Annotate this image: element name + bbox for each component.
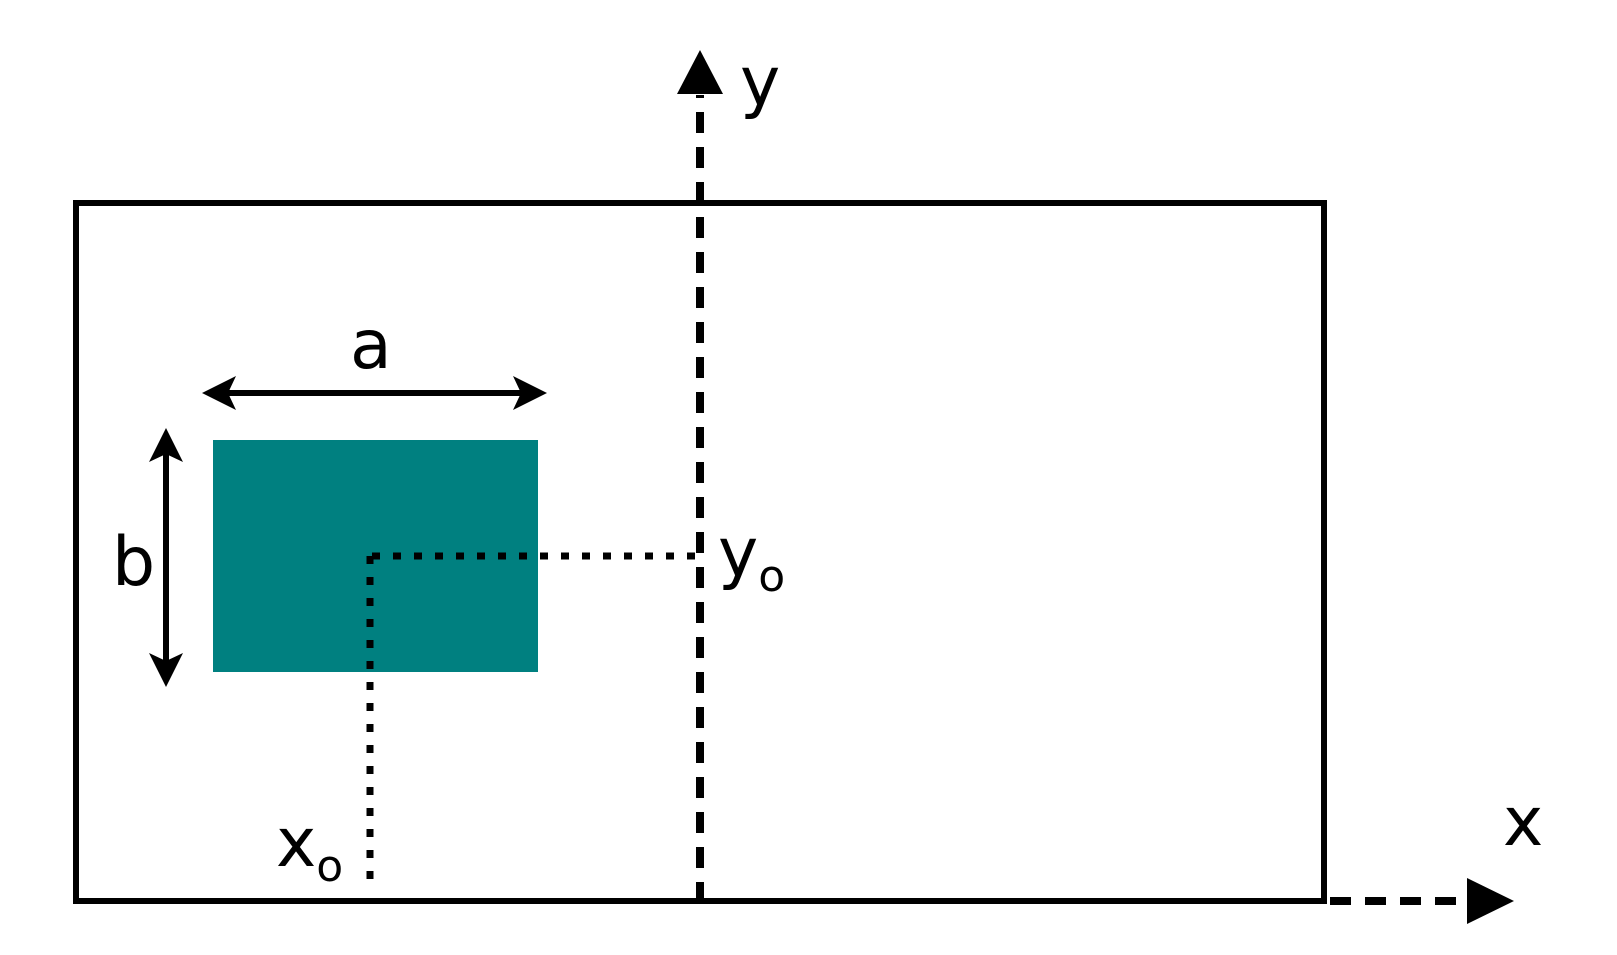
x0-label-subscript: o [316,841,343,892]
x-axis-arrowhead-icon [1467,878,1514,924]
y0-label-subscript: o [758,551,785,602]
dimension-b-bottom-arrowhead-icon [149,653,183,687]
y-axis-arrowhead-icon [677,50,723,94]
x-axis: x [1330,783,1543,924]
x-axis-label: x [1503,783,1543,862]
y0-label-base: y [718,514,758,593]
center-reference-lines: xo yo [276,514,785,892]
dimension-b-label: b [112,523,155,602]
x0-label: xo [276,804,343,892]
dimension-a-right-arrowhead-icon [513,376,547,410]
dimension-b-top-arrowhead-icon [149,428,183,462]
x0-label-base: x [276,804,316,883]
y0-label: yo [718,514,785,602]
dimension-a-left-arrowhead-icon [202,376,236,410]
y-axis: y [677,43,780,903]
dimension-b: b [112,428,183,687]
dimension-a: a [202,306,547,410]
y-axis-label: y [740,43,780,122]
dimension-a-label: a [350,306,392,385]
